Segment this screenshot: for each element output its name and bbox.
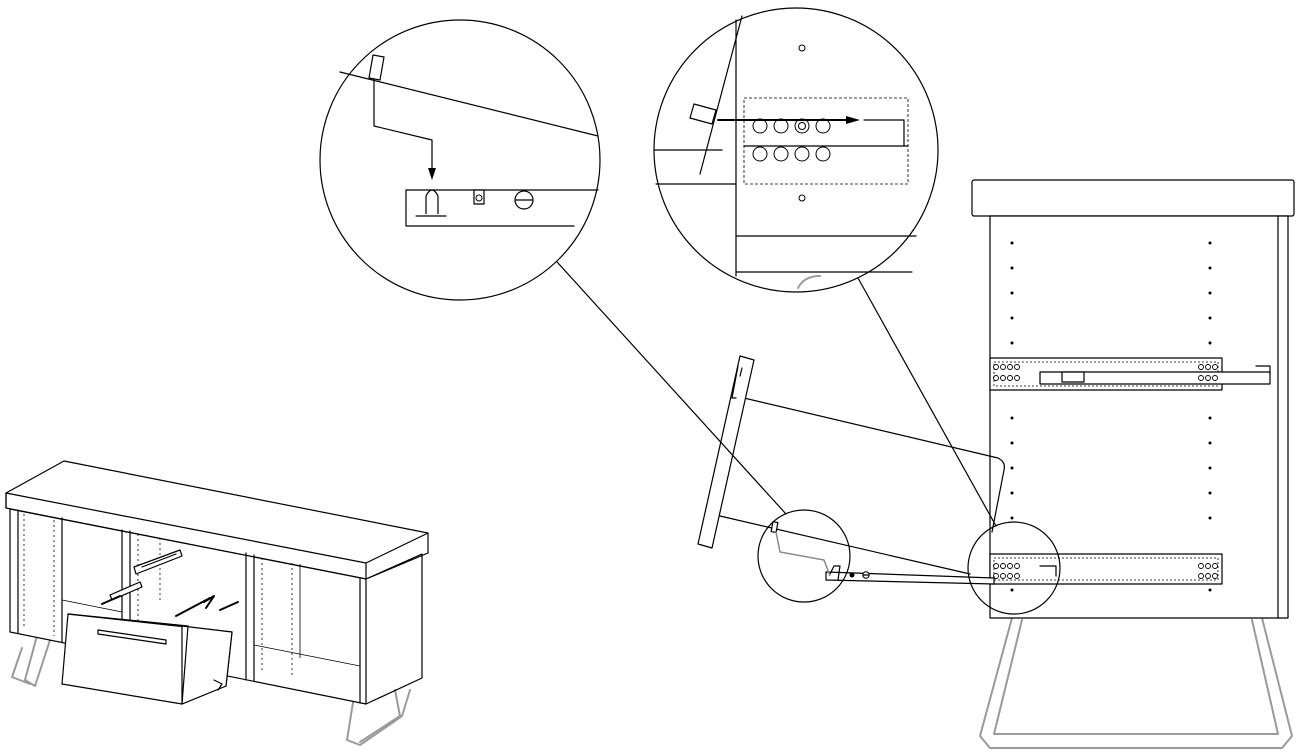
lower-runner [989, 553, 1223, 585]
cabinet-top [971, 179, 1295, 217]
overview-drawer [61, 613, 233, 705]
detail-zoom-right [653, 7, 939, 293]
hairpin-legs [11, 631, 411, 746]
cabinet-side-with-runners [971, 179, 1295, 749]
drawer-handle [731, 365, 739, 399]
cabinet-hairpin-leg [979, 617, 1293, 749]
sideboard-overview [5, 460, 429, 746]
peg-holes [1010, 241, 1212, 592]
drawer-runner [825, 565, 995, 585]
detail-zoom-left [319, 19, 601, 301]
upper-runner [989, 357, 1271, 391]
detail-callouts [547, 251, 1061, 615]
drawer-with-handle [697, 355, 1005, 585]
drawer-front [697, 355, 755, 549]
